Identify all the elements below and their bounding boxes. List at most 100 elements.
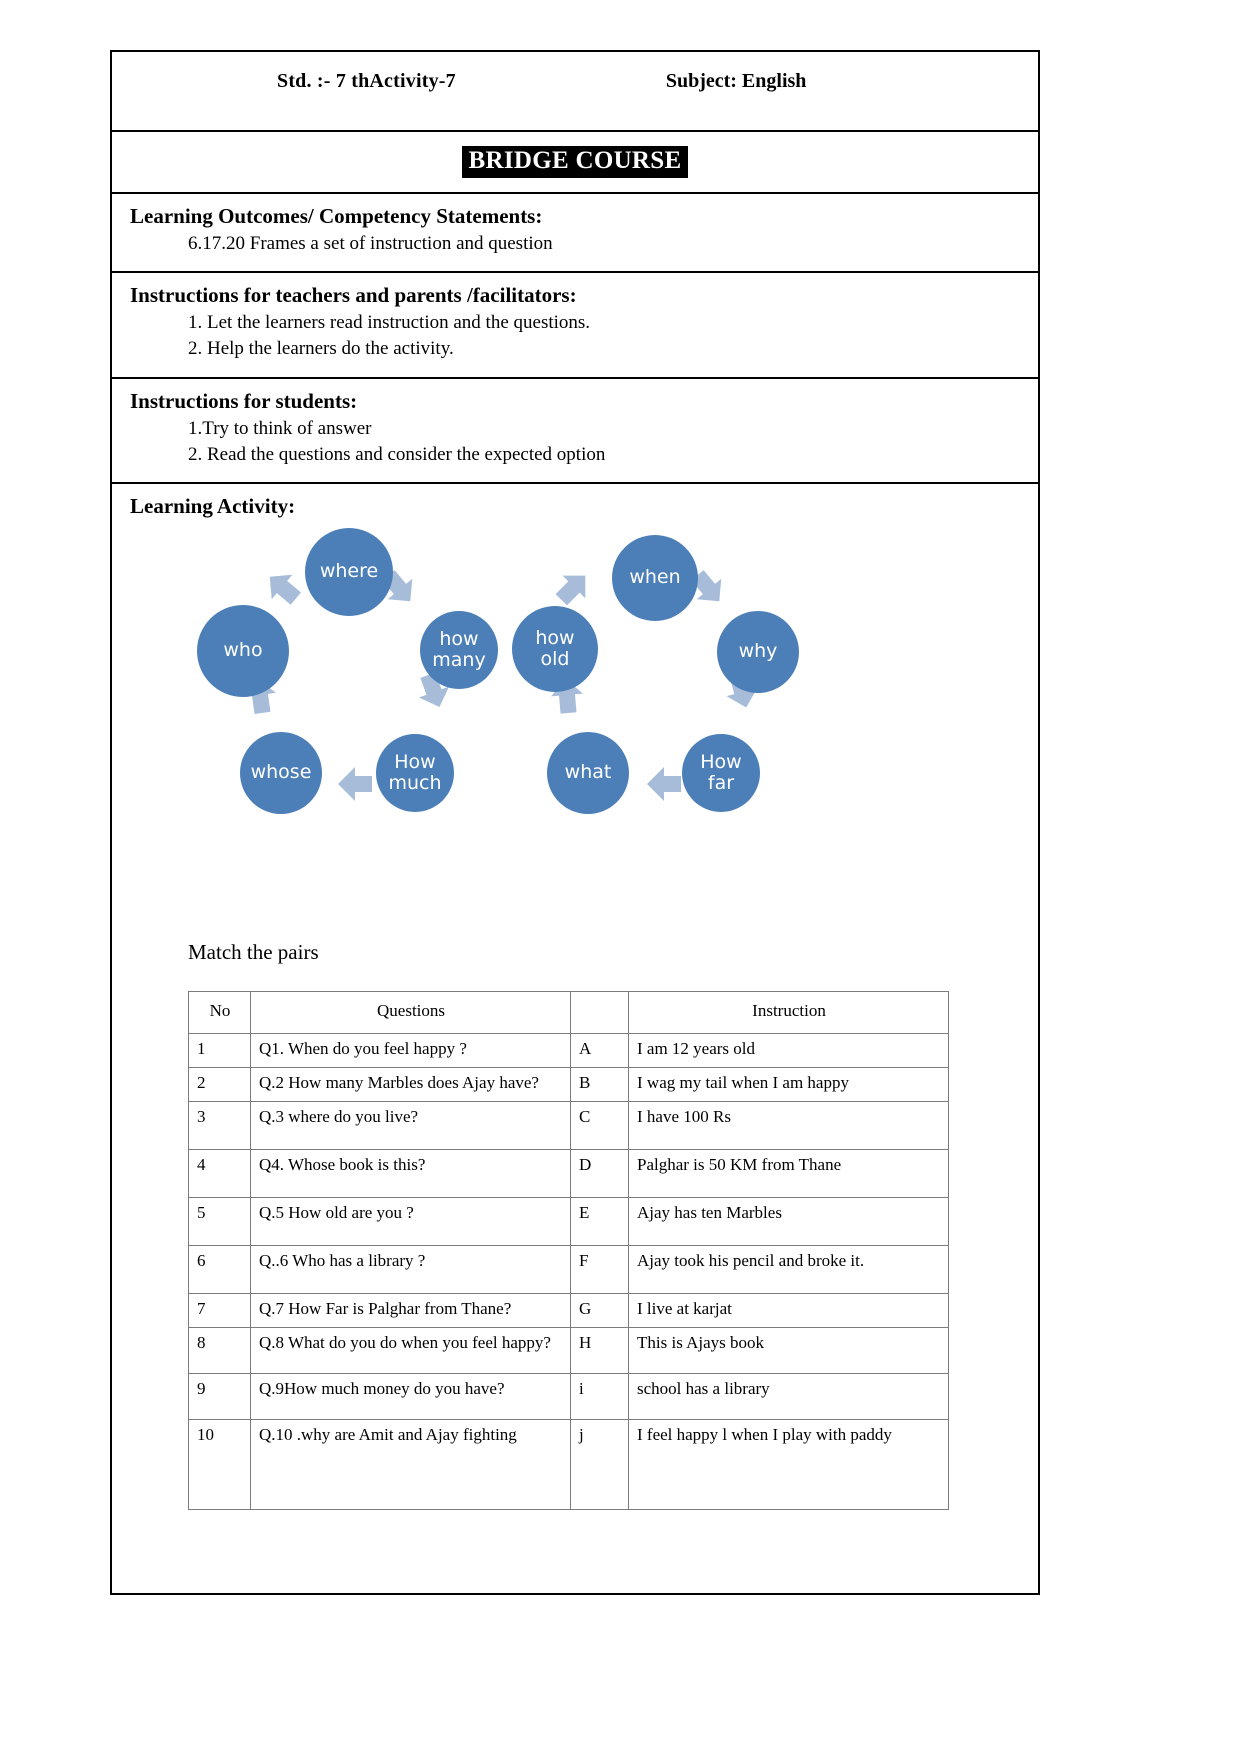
cell-key: C [570,1101,629,1151]
cell-instruction: Ajay has ten Marbles [628,1197,949,1247]
table-row: 8 Q.8 What do you do when you feel happy… [188,1327,949,1375]
cell-no: 2 [188,1067,251,1103]
arrow-who-where [269,574,301,605]
teacher-instruction-item-2: 2. Help the learners do the activity. [188,338,454,360]
learning-activity-section: Learning Activity: [112,484,1038,1511]
column-header-no: No [188,991,251,1035]
cell-no: 6 [188,1245,251,1295]
cell-instruction: school has a library [628,1373,949,1421]
column-header-questions: Questions [250,991,571,1035]
cell-no: 8 [188,1327,251,1375]
cell-question: Q.8 What do you do when you feel happy? [250,1327,571,1375]
cell-instruction: I have 100 Rs [628,1101,949,1151]
node-whose-label: whose [250,761,312,784]
teacher-instructions-heading: Instructions for teachers and parents /f… [130,283,577,308]
cell-instruction: This is Ajays book [628,1327,949,1375]
standard-activity-label: Std. :- 7 thActivity-7 [277,70,456,92]
node-where-label: where [319,560,379,583]
cell-question: Q4. Whose book is this? [250,1149,571,1199]
cell-no: 7 [188,1293,251,1329]
cell-question: Q.3 where do you live? [250,1101,571,1151]
learning-outcomes-heading: Learning Outcomes/ Competency Statements… [130,204,543,228]
cell-key: B [570,1067,629,1103]
table-row: 10 Q.10 .why are Amit and Ajay fighting … [188,1419,949,1511]
teacher-instructions-section: Instructions for teachers and parents /f… [112,273,1038,379]
diagram-arrows-layer [244,570,758,802]
cell-instruction: I live at karjat [628,1293,949,1329]
node-why: why [717,611,799,694]
cell-key: A [570,1033,629,1069]
arrow-howold-when [555,575,586,606]
match-pairs-table: No Questions Instruction 1 Q1. When do y… [188,991,949,1511]
node-what: what [547,732,629,815]
table-header-row: No Questions Instruction [188,991,949,1035]
student-instructions-section: Instructions for students: 1.Try to thin… [112,379,1038,485]
cell-instruction: I wag my tail when I am happy [628,1067,949,1103]
cell-no: 3 [188,1101,251,1151]
cell-key: E [570,1197,629,1247]
column-header-key [570,991,629,1035]
cell-instruction: I feel happy l when I play with paddy [628,1419,949,1511]
student-instruction-item-2: 2. Read the questions and consider the e… [188,443,606,465]
cell-key: D [570,1149,629,1199]
node-whose: whose [240,732,322,815]
arrow-when-why [691,570,722,602]
cell-key: G [570,1293,629,1329]
match-the-pairs-heading: Match the pairs [188,940,319,965]
cell-no: 5 [188,1197,251,1247]
arrow-howmany-howmuch [418,672,450,708]
table-row: 3 Q.3 where do you live? C I have 100 Rs [188,1101,949,1151]
header-band: Std. :- 7 thActivity-7 Subject: English [112,52,1038,132]
node-who: who [197,605,289,698]
cell-question: Q.7 How Far is Palghar from Thane? [250,1293,571,1329]
cell-question: Q.10 .why are Amit and Ajay fighting [250,1419,571,1511]
table-row: 4 Q4. Whose book is this? D Palghar is 5… [188,1149,949,1199]
table-row: 6 Q..6 Who has a library ? F Ajay took h… [188,1245,949,1295]
subject-label: Subject: English [665,70,807,92]
arrow-howmuch-whose [338,767,372,802]
cell-instruction: Ajay took his pencil and broke it. [628,1245,949,1295]
node-when: when [612,535,698,622]
cell-key: H [570,1327,629,1375]
cell-no: 9 [188,1373,251,1421]
cell-question: Q.2 How many Marbles does Ajay have? [250,1067,571,1103]
learning-outcomes-section: Learning Outcomes/ Competency Statements… [112,194,1038,274]
learning-activity-heading: Learning Activity: [130,494,296,519]
table-row: 1 Q1. When do you feel happy ? A I am 12… [188,1033,949,1069]
cell-question: Q.5 How old are you ? [250,1197,571,1247]
teacher-instruction-item-1: 1. Let the learners read instruction and… [188,312,591,334]
table-row: 7 Q.7 How Far is Palghar from Thane? G I… [188,1293,949,1329]
cell-key: F [570,1245,629,1295]
arrow-howfar-what [647,767,681,802]
student-instructions-heading: Instructions for students: [130,388,358,413]
table-body: 1 Q1. When do you feel happy ? A I am 12… [188,1033,949,1511]
table-row: 5 Q.5 How old are you ? E Ajay has ten M… [188,1197,949,1247]
table-row: 9 Q.9How much money do you have? i schoo… [188,1373,949,1421]
cell-key: j [570,1419,629,1511]
node-when-label: when [629,566,681,589]
cell-instruction: I am 12 years old [628,1033,949,1069]
cell-question: Q1. When do you feel happy ? [250,1033,571,1069]
bridge-course-band: BRIDGE COURSE [112,132,1038,194]
cell-instruction: Palghar is 50 KM from Thane [628,1149,949,1199]
node-why-label: why [738,640,778,663]
learning-outcomes-item: 6.17.20 Frames a set of instruction and … [188,233,553,254]
column-header-instruction: Instruction [628,991,949,1035]
table-row: 2 Q.2 How many Marbles does Ajay have? B… [188,1067,949,1103]
student-instruction-item-1: 1.Try to think of answer [188,417,372,439]
bridge-course-title: BRIDGE COURSE [461,146,689,178]
cell-no: 10 [188,1419,251,1511]
node-where: where [305,528,393,617]
cell-question: Q..6 Who has a library ? [250,1245,571,1295]
cell-no: 1 [188,1033,251,1069]
